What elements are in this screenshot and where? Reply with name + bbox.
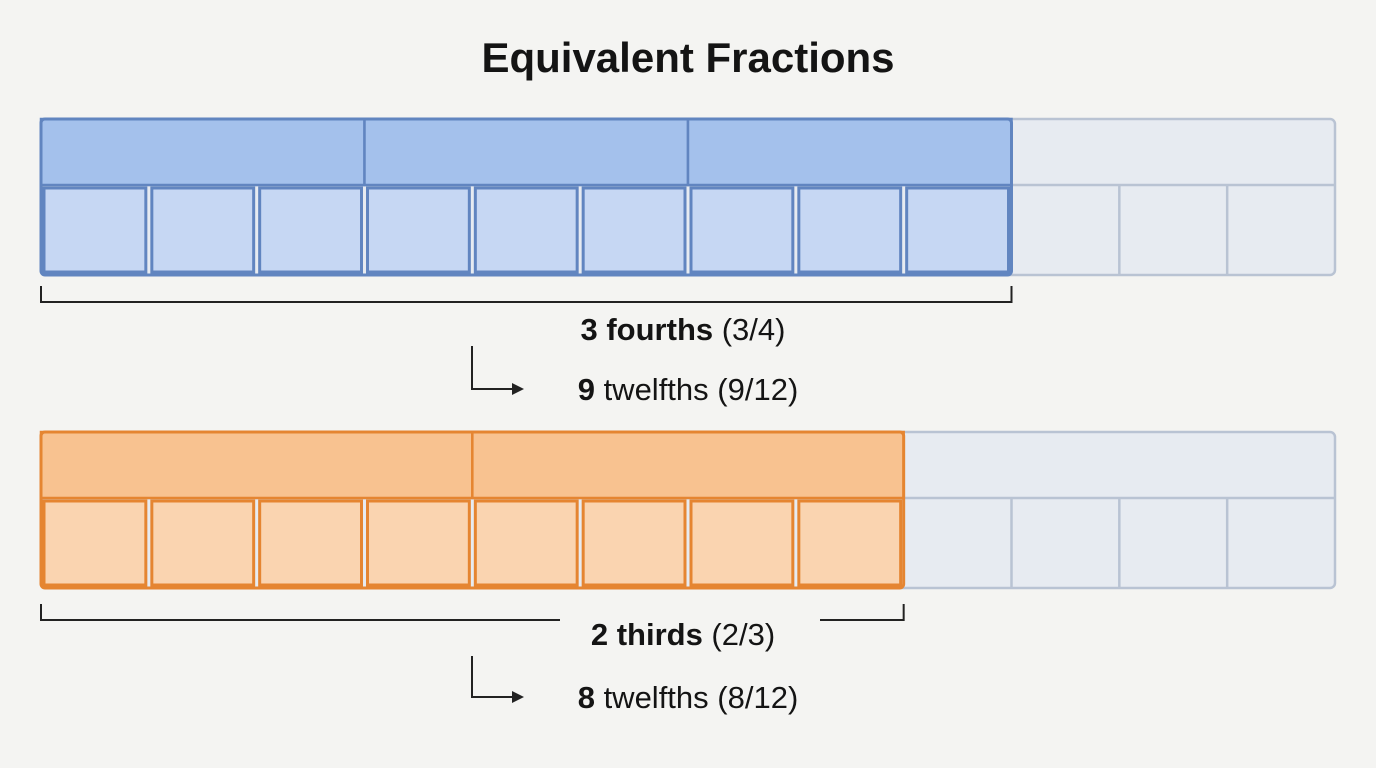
equivalent-label-word: twelfths bbox=[595, 680, 709, 715]
fraction-label-fraction: (2/3) bbox=[703, 617, 775, 652]
bracket bbox=[40, 286, 1013, 303]
shaded-part-1 bbox=[39, 430, 474, 500]
shaded-twelfth-cell bbox=[42, 499, 148, 587]
diagram-title: Equivalent Fractions bbox=[481, 34, 894, 81]
shaded-twelfth-cell bbox=[258, 186, 363, 274]
shaded-twelfth-cell bbox=[797, 499, 903, 587]
fraction-bars: 3 fourths (3/4) 9 twelfths (9/12) 2 thirds… bbox=[39, 117, 1337, 715]
arrow-head-icon bbox=[512, 691, 524, 703]
shaded-twelfth-cell bbox=[42, 186, 148, 274]
fraction-label: 2 thirds (2/3) bbox=[591, 617, 775, 652]
fraction-label-word: thirds bbox=[608, 617, 703, 652]
equivalence-arrow bbox=[471, 656, 516, 698]
shaded-twelfth-cell bbox=[473, 499, 579, 587]
shaded-twelfth-cell bbox=[366, 499, 471, 587]
shaded-region-outline bbox=[39, 430, 906, 590]
shaded-part-2 bbox=[471, 430, 905, 500]
bracket bbox=[40, 604, 905, 621]
shaded-twelfth-cell bbox=[473, 186, 579, 274]
shaded-twelfth-cell bbox=[905, 186, 1011, 274]
fraction-bar-thirds: 2 thirds (2/3) 8 twelfths (8/12) bbox=[39, 430, 1337, 715]
shaded-region-outline bbox=[39, 117, 1013, 277]
shaded-part-3 bbox=[686, 117, 1013, 187]
equivalent-label-fraction: (8/12) bbox=[709, 680, 799, 715]
shaded-twelfth-cell bbox=[150, 186, 256, 274]
fraction-label-fraction: (3/4) bbox=[713, 312, 785, 347]
equivalent-label-count: 9 bbox=[578, 372, 595, 407]
equivalent-label-word: twelfths bbox=[595, 372, 709, 407]
shaded-twelfth-cell bbox=[366, 186, 471, 274]
shaded-twelfth-cell bbox=[689, 186, 795, 274]
fraction-bar-fourths: 3 fourths (3/4) 9 twelfths (9/12) bbox=[39, 117, 1337, 407]
arrow-head-icon bbox=[512, 383, 524, 395]
equivalent-label: 8 twelfths (8/12) bbox=[578, 680, 799, 715]
shaded-twelfth-cell bbox=[797, 186, 903, 274]
shaded-twelfth-cell bbox=[581, 186, 687, 274]
shaded-twelfth-cell bbox=[689, 499, 795, 587]
equivalent-label-fraction: (9/12) bbox=[709, 372, 799, 407]
fraction-label-count: 3 bbox=[581, 312, 598, 347]
shaded-part-2 bbox=[363, 117, 690, 187]
shaded-twelfth-cell bbox=[581, 499, 687, 587]
shaded-twelfth-cell bbox=[258, 499, 363, 587]
fraction-label-count: 2 bbox=[591, 617, 608, 652]
shaded-part-1 bbox=[39, 117, 366, 187]
fraction-label-word: fourths bbox=[598, 312, 713, 347]
equivalence-arrow bbox=[471, 346, 516, 390]
shaded-twelfth-cell bbox=[150, 499, 256, 587]
equivalent-label-count: 8 bbox=[578, 680, 595, 715]
fraction-label: 3 fourths (3/4) bbox=[581, 312, 786, 347]
equivalent-label: 9 twelfths (9/12) bbox=[578, 372, 799, 407]
